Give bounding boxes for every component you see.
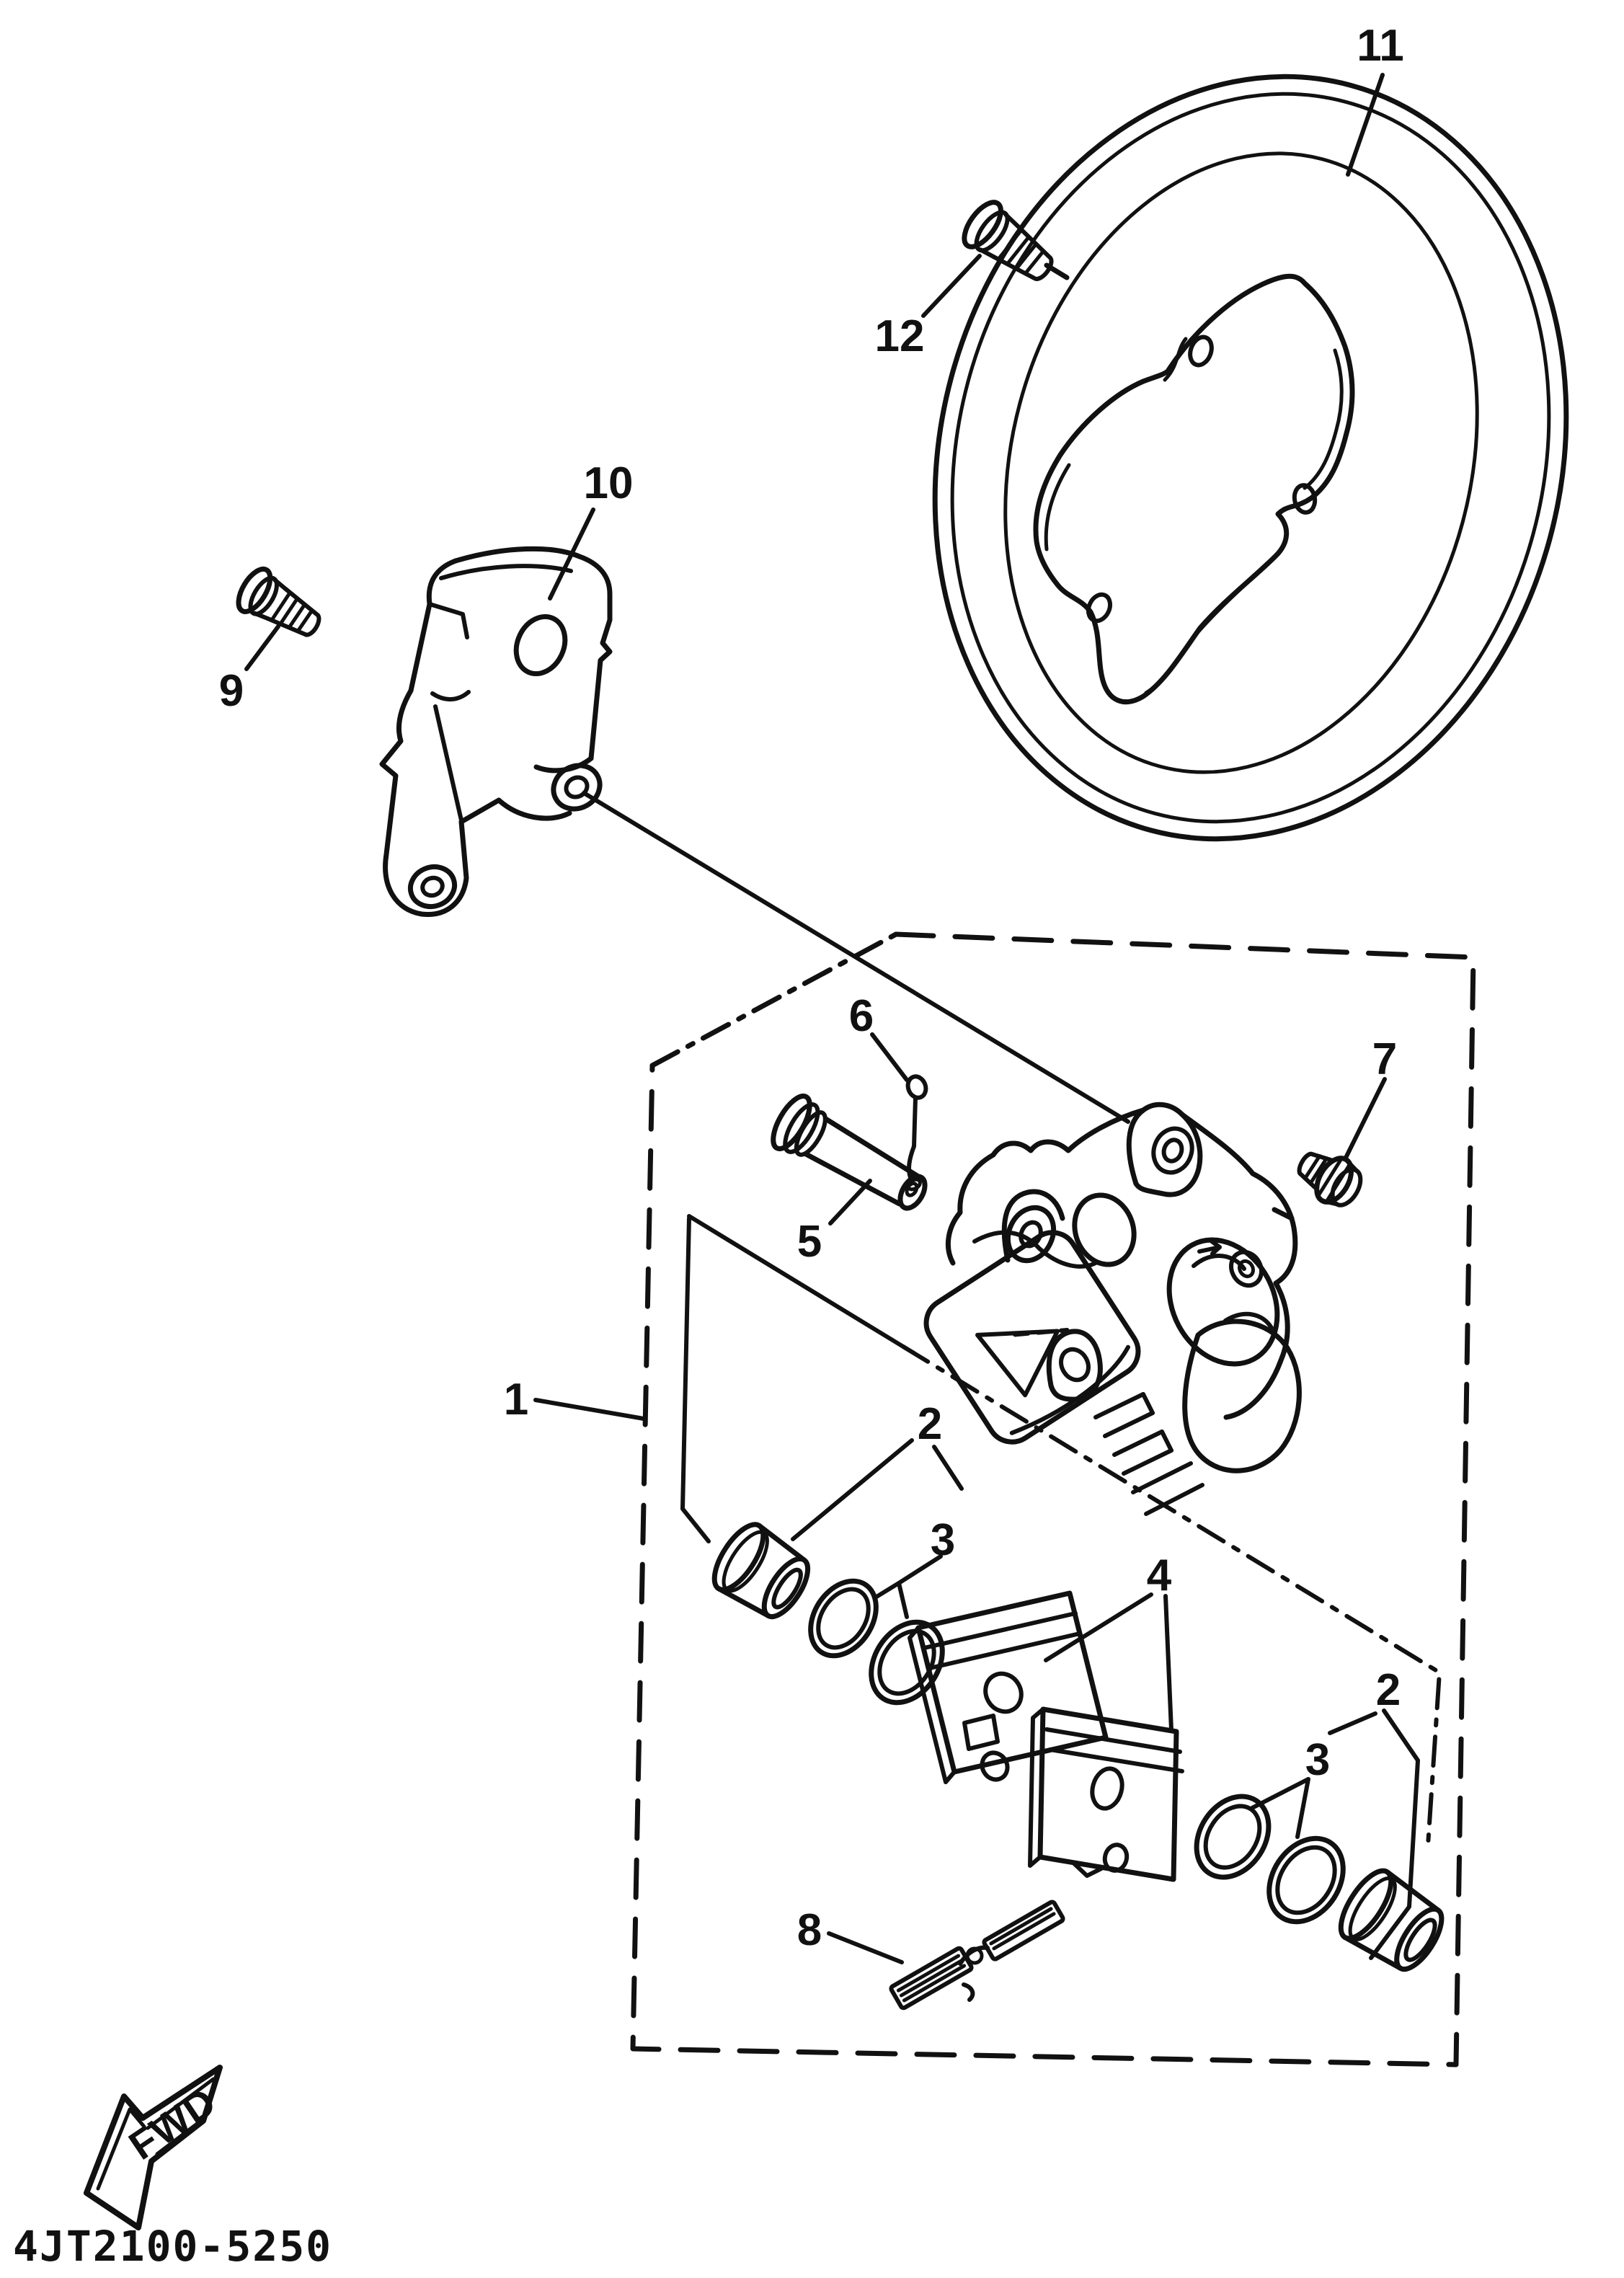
leader-10 [548, 508, 595, 600]
callouts: 1 2 3 4 5 6 7 8 9 10 11 12 2 3 [219, 21, 1404, 1955]
disc-mounting-bolt [962, 200, 1054, 281]
brake-pad-right [1028, 1706, 1184, 1882]
leader-2-right [1328, 1708, 1420, 1960]
leader-7 [1344, 1077, 1387, 1160]
fwd-arrow: FWD [84, 2065, 224, 2230]
disc-hole [1292, 483, 1318, 515]
leader-4 [1044, 1592, 1173, 1732]
bracket-eyelet [407, 864, 458, 909]
leader-lines [244, 73, 1420, 1964]
screw7-axis-dash [1272, 1207, 1295, 1221]
leader-5 [828, 1179, 872, 1226]
callout-4: 4 [1147, 1551, 1172, 1600]
disc-hole [1188, 334, 1214, 368]
callout-9: 9 [219, 666, 244, 716]
piston-seals-right [1194, 1794, 1346, 1925]
bolt12-axis-dash [1044, 262, 1070, 280]
leader-6 [870, 1032, 909, 1082]
kit-boundary-line [680, 1214, 1442, 1848]
pin-clip [905, 1074, 928, 1192]
leader-1 [533, 1398, 646, 1421]
part-code: 4JT2100-5250 [13, 2222, 332, 2271]
callout-6: 6 [849, 991, 874, 1041]
caliper-bracket [379, 546, 613, 917]
caliper-body [923, 1102, 1302, 1516]
leader-11 [1346, 73, 1385, 177]
callout-5: 5 [797, 1217, 822, 1267]
fwd-arrow-label: FWD [120, 2078, 223, 2168]
leader-3-right [1250, 1777, 1310, 1839]
slide-pin [771, 1093, 928, 1211]
bracket-mounting-bolt [236, 566, 321, 637]
leader-12 [921, 254, 982, 318]
callout-3-left: 3 [931, 1515, 955, 1565]
callout-8: 8 [797, 1905, 822, 1955]
leader-8 [827, 1931, 904, 1964]
callout-12: 12 [875, 311, 925, 361]
callout-7: 7 [1372, 1034, 1397, 1084]
piston-right [1338, 1868, 1445, 1972]
pad-spring [889, 1900, 1065, 2011]
leader-2-left [791, 1438, 964, 1541]
callout-2-right: 2 [1376, 1665, 1401, 1715]
bleed-screw [1297, 1151, 1363, 1207]
bracket-window [513, 613, 568, 677]
leader-9 [244, 624, 280, 671]
brake-disc [932, 74, 1569, 842]
bracket-eyelet [551, 763, 603, 812]
disc-hole [1086, 592, 1113, 624]
piston-left [711, 1522, 811, 1620]
callout-2-left: 2 [918, 1399, 942, 1449]
callout-11: 11 [1357, 21, 1404, 71]
callout-3-right: 3 [1305, 1735, 1330, 1785]
leader-3-left [874, 1554, 943, 1619]
assembly-boundary-box [630, 931, 1476, 2068]
callout-1: 1 [504, 1375, 528, 1424]
callout-10: 10 [584, 458, 634, 508]
